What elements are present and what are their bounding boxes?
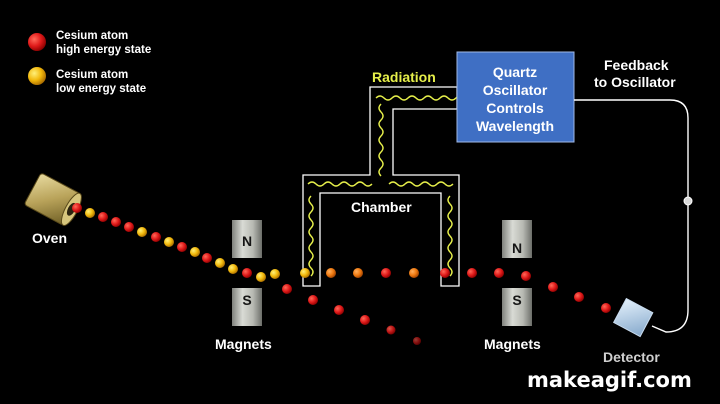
- atom: [228, 264, 238, 274]
- feedback-line-2: to Oscillator: [594, 74, 676, 90]
- atom: [334, 305, 344, 315]
- chamber-label: Chamber: [351, 199, 412, 215]
- atom: [124, 222, 134, 232]
- atom: [151, 232, 161, 242]
- atom: [215, 258, 225, 268]
- atom: [521, 271, 531, 281]
- detector-label: Detector: [603, 349, 660, 365]
- atom: [85, 208, 95, 218]
- left-magnet-south: S: [232, 288, 262, 326]
- atom: [242, 268, 252, 278]
- atom: [256, 272, 266, 282]
- oscillator-line-1: Quartz: [493, 64, 537, 80]
- atom: [72, 203, 82, 213]
- atom: [386, 325, 396, 335]
- atom: [164, 237, 174, 247]
- atom: [601, 303, 611, 313]
- right-magnet-south: S: [502, 288, 532, 326]
- right-magnet-s-label: S: [512, 292, 521, 308]
- atom: [409, 268, 419, 278]
- legend-low-line1: Cesium atom: [56, 69, 128, 81]
- magnets-right-label: Magnets: [484, 336, 541, 352]
- atom: [353, 268, 363, 278]
- right-magnet-north: N: [502, 220, 532, 258]
- feedback-node-icon: [683, 196, 693, 206]
- atom: [137, 227, 147, 237]
- atom: [381, 268, 391, 278]
- oven-icon: [24, 173, 82, 226]
- detector-icon: [612, 297, 654, 338]
- oscillator-line-2: Oscillator: [483, 82, 548, 98]
- atom: [300, 268, 310, 278]
- atom: [177, 242, 187, 252]
- atom: [190, 247, 200, 257]
- legend-high-line1: Cesium atom: [56, 30, 128, 42]
- chamber-waveguide: [302, 86, 460, 287]
- right-magnet-n-label: N: [512, 240, 522, 256]
- legend: Cesium atom high energy state Cesium ato…: [28, 30, 151, 95]
- radiation-waves: [307, 95, 465, 277]
- atom: [111, 217, 121, 227]
- atom: [326, 268, 336, 278]
- legend-high-energy-icon: [28, 33, 46, 51]
- magnets-left-label: Magnets: [215, 336, 272, 352]
- quartz-oscillator-box: Quartz Oscillator Controls Wavelength: [456, 51, 575, 143]
- left-magnet-n-label: N: [242, 233, 252, 249]
- atom: [574, 292, 584, 302]
- atom: [202, 253, 212, 263]
- atom: [494, 268, 504, 278]
- feedback-wire: [574, 99, 689, 333]
- legend-low-line2: low energy state: [56, 83, 146, 95]
- legend-high-line2: high energy state: [56, 44, 151, 56]
- oscillator-line-3: Controls: [486, 100, 544, 116]
- atom: [98, 212, 108, 222]
- oscillator-line-4: Wavelength: [476, 118, 554, 134]
- radiation-label: Radiation: [372, 69, 436, 85]
- atom: [440, 268, 450, 278]
- atom: [467, 268, 477, 278]
- oven-label: Oven: [32, 230, 67, 246]
- atom: [270, 269, 280, 279]
- atom: [282, 284, 292, 294]
- atom: [308, 295, 318, 305]
- watermark: makeagif.com: [527, 368, 692, 392]
- legend-low-energy-icon: [28, 67, 46, 85]
- left-magnet-north: N: [232, 220, 262, 258]
- atom: [413, 337, 421, 345]
- atom: [360, 315, 370, 325]
- atom: [548, 282, 558, 292]
- left-magnet-s-label: S: [242, 292, 251, 308]
- feedback-line-1: Feedback: [604, 57, 669, 73]
- atom-beam: [72, 203, 611, 345]
